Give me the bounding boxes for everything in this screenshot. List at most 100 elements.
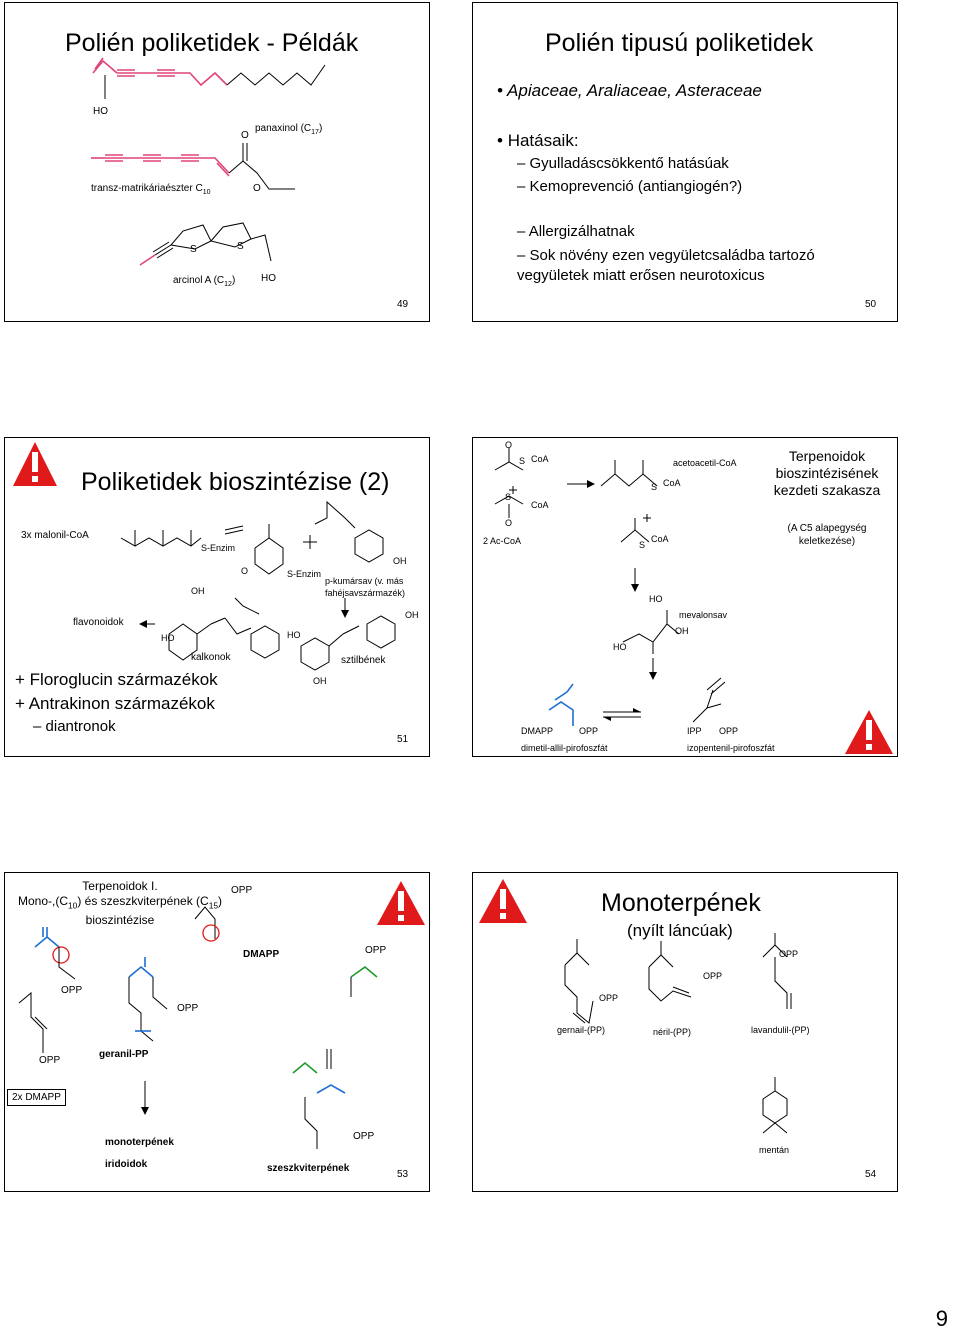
atom-o: O (241, 566, 249, 576)
slide-number: 51 (397, 734, 409, 745)
atom-ho: HO (649, 594, 663, 604)
slide-49: Polién poliketidek - Példák HO O O S S H… (4, 2, 430, 322)
label-coa: CoA (651, 534, 669, 544)
atom-oh: OH (405, 610, 419, 620)
label-opp: OPP (579, 726, 599, 736)
slide-53: Terpenoidok I. Mono-,(C10) és szeszkvite… (4, 872, 430, 1192)
page-number: 9 (935, 1306, 948, 1331)
atom-ho: HO (161, 633, 175, 643)
atom-ho: HO (287, 630, 301, 640)
label-kumarsav: p-kumársav (v. más (325, 576, 404, 586)
label-mentan: mentán (759, 1145, 790, 1155)
bullet-item: • Hatásaik: (497, 131, 579, 150)
label-sztilbenek: sztilbének (341, 655, 386, 666)
label-opp: OPP (61, 985, 83, 996)
atom-s: S (505, 492, 512, 502)
sub-bullet: – Allergizálhatnak (517, 223, 635, 240)
label-s-enzim: S-Enzim (287, 569, 322, 579)
atom-ho: HO (93, 106, 108, 117)
atom-s: S (651, 482, 658, 492)
slide-54-subtitle: (nyílt láncúak) (627, 921, 733, 940)
slide-number: 53 (397, 1169, 409, 1180)
label-dmapp: DMAPP (243, 949, 280, 960)
label-szeszkviterpenek: szeszkviterpének (267, 1163, 350, 1174)
label-arcinol: arcinol A (C12) (173, 275, 236, 288)
warning-icon (479, 879, 527, 923)
label-opp: OPP (39, 1055, 61, 1066)
warning-icon (13, 442, 57, 486)
label-coa: CoA (663, 478, 681, 488)
atom-oh: OH (191, 586, 205, 596)
label-opp: OPP (599, 993, 619, 1003)
atom-oh: OH (675, 626, 689, 636)
sub-bullet: – Gyulladáscsökkentő hatásúak (517, 155, 729, 172)
atom-o: O (505, 440, 513, 450)
sub-bullet: – Sok növény ezen vegyületcsaládba tarto… (517, 247, 815, 284)
slide-53-structures (18, 906, 378, 1149)
label-lavandulil: lavandulil-(PP) (751, 1025, 810, 1035)
label-mevalonsav: mevalonsav (679, 610, 728, 620)
label-2x-dmapp: 2x DMAPP (7, 1089, 66, 1106)
label-fahej: fahéjsavszármazék) (325, 588, 406, 598)
label-opp: OPP (703, 971, 723, 981)
bullet-item: + Floroglucin származékok (15, 670, 218, 689)
label-kalkonok: kalkonok (191, 652, 231, 663)
label-flavonoidok: flavonoidok (73, 617, 124, 628)
slide-number: 50 (865, 299, 877, 310)
label-iridoidok: iridoidok (105, 1159, 148, 1170)
label-opp: OPP (231, 885, 253, 896)
warning-icon (377, 881, 425, 925)
label-trans-matrikaria: transz-matrikáriaészter C10 (91, 183, 211, 196)
label-geranil: geranil-PP (99, 1049, 149, 1060)
slide-54-title: Monoterpének (601, 889, 761, 917)
atom-o: O (241, 130, 249, 141)
warning-icon (845, 710, 893, 754)
label-malonil: 3x malonil-CoA (21, 530, 89, 541)
label-ipp-full: izopentenil-pirofoszfát (687, 743, 775, 753)
atom-oh: OH (393, 556, 407, 566)
atom-s: S (519, 456, 526, 466)
label-monoterpenek: monoterpének (105, 1137, 174, 1148)
label-coa: CoA (531, 454, 549, 464)
label-dmapp: DMAPP (521, 726, 554, 736)
atom-s: S (190, 244, 197, 255)
slide-51-structures (120, 500, 396, 671)
atom-s: S (237, 241, 244, 252)
atom-ho: HO (261, 273, 276, 284)
sub-bullet: – Kemoprevenció (antiangiogén?) (517, 178, 743, 195)
slide-49-structures (91, 57, 326, 266)
label-acetoacetil: acetoacetil-CoA (673, 458, 737, 468)
label-coa: CoA (531, 500, 549, 510)
label-neril: néril-(PP) (653, 1027, 692, 1037)
slide-50-title: Polién tipusú poliketidek (545, 29, 814, 57)
label-opp: OPP (353, 1131, 375, 1142)
slide-54-structures (564, 933, 792, 1134)
label-opp: OPP (719, 726, 739, 736)
slide-49-title: Polién poliketidek - Példák (65, 29, 359, 57)
slide-number: 49 (397, 299, 409, 310)
label-s-enzim: S-Enzim (201, 543, 236, 553)
slide-50: Polién tipusú poliketidek • Apiaceae, Ar… (472, 2, 898, 322)
sub-bullet: – diantronok (33, 718, 116, 735)
label-ipp: IPP (687, 726, 702, 736)
atom-o: O (505, 518, 513, 528)
label-ac-coa: 2 Ac-CoA (483, 536, 522, 546)
atom-s: S (639, 540, 646, 550)
bullet-item: + Antrakinon származékok (15, 694, 215, 713)
atom-ho: HO (613, 642, 627, 652)
label-dmapp-full: dimetil-allil-pirofoszfát (521, 743, 608, 753)
atom-oh: OH (313, 676, 327, 686)
slide-51-title: Poliketidek bioszintézise (2) (81, 468, 390, 496)
label-opp: OPP (779, 949, 799, 959)
label-opp: OPP (365, 945, 387, 956)
slide-54: Monoterpének (nyílt láncúak) OPP OPP OPP… (472, 872, 898, 1192)
bullet-item: • Apiaceae, Araliaceae, Asteraceae (497, 81, 762, 100)
atom-o: O (253, 183, 261, 194)
slide-52-structures (494, 448, 726, 726)
slide-51: Poliketidek bioszintézise (2) 3x malonil… (4, 437, 430, 757)
label-opp: OPP (177, 1003, 199, 1014)
label-panaxinol: panaxinol (C17) (255, 123, 323, 136)
slide-53-title: Terpenoidok I. Mono-,(C10) és szeszkvite… (17, 879, 223, 928)
